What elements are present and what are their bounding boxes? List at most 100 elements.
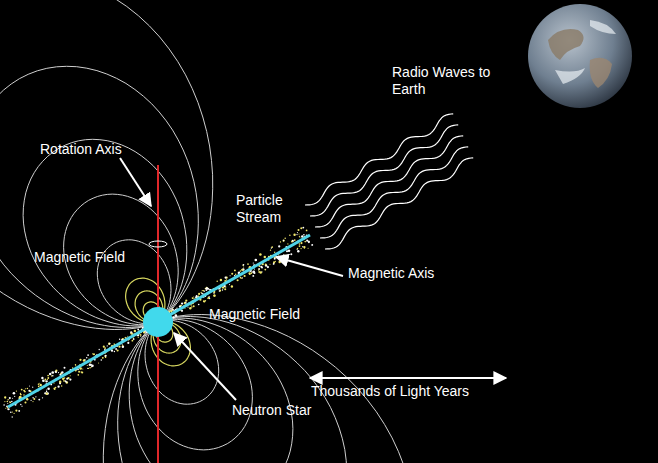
particle [300, 248, 301, 249]
particle [242, 277, 243, 278]
particle [299, 236, 300, 237]
particle [15, 409, 17, 411]
particle [21, 406, 22, 407]
particle [102, 357, 104, 359]
particle [38, 384, 39, 385]
particle [253, 262, 254, 263]
particle [297, 250, 299, 252]
particle [138, 337, 139, 338]
particle [10, 411, 12, 413]
particle [260, 266, 262, 268]
particle [55, 370, 57, 372]
particle [219, 290, 220, 291]
particle [299, 245, 301, 247]
particle [274, 252, 275, 253]
particle [231, 273, 233, 275]
particle [61, 371, 64, 374]
particle [300, 242, 302, 244]
particle [242, 268, 244, 270]
particle [83, 359, 85, 361]
particle [311, 244, 313, 246]
label: Magnetic Axis [348, 265, 468, 282]
particle [270, 250, 271, 251]
particle [208, 296, 209, 297]
particle [115, 348, 117, 350]
particle [283, 240, 285, 242]
particle [229, 284, 230, 285]
particle [26, 398, 28, 400]
particle [65, 380, 67, 382]
particle [170, 310, 172, 312]
particle [291, 241, 293, 243]
particle [79, 359, 81, 361]
particle [57, 386, 59, 388]
particle [4, 396, 6, 398]
particle [287, 243, 288, 244]
particle [26, 398, 28, 400]
radio-wave [315, 136, 463, 227]
particle [187, 307, 188, 308]
particle [49, 373, 52, 376]
particle [208, 297, 210, 299]
particle [131, 332, 133, 334]
particle [98, 362, 99, 363]
particle [231, 285, 233, 287]
particle [133, 338, 135, 340]
particle [78, 371, 80, 373]
particle [201, 293, 203, 295]
field-line [0, 0, 213, 330]
particle [38, 386, 40, 388]
particle [189, 307, 191, 309]
particle [274, 258, 276, 260]
particle [251, 272, 253, 274]
label: Particle Stream [236, 192, 298, 226]
particle [104, 355, 106, 357]
particle [24, 391, 26, 393]
particle [253, 272, 255, 274]
particle [7, 403, 8, 404]
particle [13, 392, 16, 395]
particle [300, 227, 302, 229]
particle [269, 264, 270, 265]
particle [255, 259, 258, 262]
particle [259, 271, 262, 274]
particle [273, 263, 275, 265]
particle [225, 277, 227, 279]
particle [205, 288, 207, 290]
particle [213, 295, 215, 297]
particle [220, 279, 222, 281]
particle [180, 305, 181, 306]
particle [64, 367, 66, 369]
particle [53, 388, 55, 390]
particle [8, 409, 9, 410]
particle [172, 316, 174, 318]
particle [7, 407, 8, 408]
particle [45, 379, 47, 381]
radio-wave [305, 114, 453, 205]
particle [46, 391, 47, 392]
particle [3, 404, 5, 406]
particle [61, 385, 62, 386]
particle [54, 388, 56, 390]
particle [284, 238, 286, 240]
particle [20, 404, 21, 405]
label: Radio Waves to Earth [392, 64, 492, 98]
particle [58, 372, 59, 373]
particle [89, 367, 91, 369]
particle [193, 296, 194, 297]
leader-arrow [276, 257, 343, 276]
particle [47, 388, 50, 391]
particle [219, 289, 221, 291]
particle [293, 234, 295, 236]
particle [24, 401, 26, 403]
particle [297, 249, 298, 250]
particle [204, 291, 205, 292]
particle [213, 295, 215, 297]
particle [117, 349, 119, 351]
particle [247, 263, 249, 265]
particle [297, 232, 298, 233]
label: Magnetic Field [34, 249, 164, 266]
particle [46, 380, 48, 382]
particle [93, 353, 95, 355]
particle [308, 241, 310, 243]
